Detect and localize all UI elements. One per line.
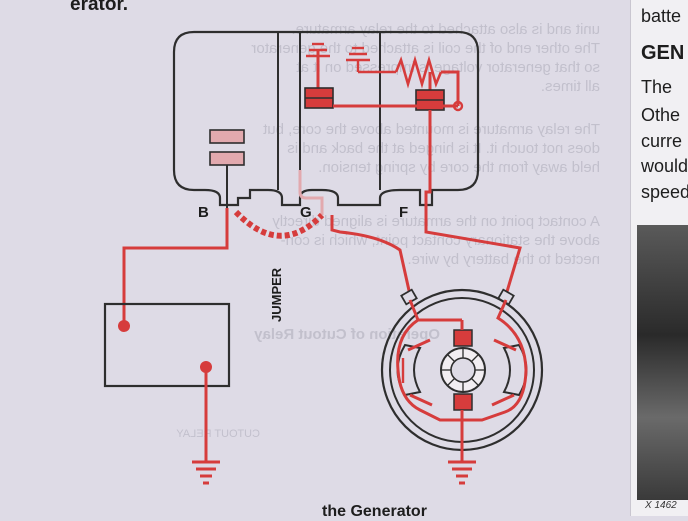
field-winding (396, 299, 462, 422)
right-column-line: batte (641, 6, 682, 26)
right-column-line: curre (641, 131, 683, 151)
right-column-line: The (641, 77, 673, 97)
generator-relay-wiring-diagram: B G F JUMPER (103, 30, 544, 485)
terminal-b-label: B (198, 204, 209, 221)
caption-fragment-bottom: the Generator (322, 503, 427, 520)
terminal-f-label: F (399, 204, 408, 221)
jumper-label: JUMPER (269, 267, 284, 322)
right-column-line: Othe (641, 105, 681, 125)
battery-box (103, 302, 231, 388)
brush-top (453, 329, 473, 347)
terminal-g-label: G (300, 204, 312, 221)
right-column-line: speed (641, 182, 688, 202)
field-winding (407, 338, 517, 407)
internal-wire-g (298, 170, 324, 215)
relay-housing (172, 30, 480, 207)
ground-symbol-icon (306, 42, 330, 58)
caption-fragment-top: erator. (70, 0, 129, 15)
figure-code: X 1462 (645, 500, 677, 511)
wire-g-to-generator (330, 215, 412, 296)
wire-f-to-generator (424, 205, 522, 296)
wire-b-to-battery (122, 208, 229, 326)
generator-terminal-a (400, 288, 418, 306)
ground-symbol-icon (192, 460, 220, 485)
cutout-contact-upper (209, 129, 245, 144)
wire (441, 70, 460, 106)
right-column-line: would (641, 156, 688, 176)
right-column: batte GEN The Othe curre would speed X 1… (630, 0, 688, 516)
generator-terminal-f (497, 288, 515, 306)
battery-terminal-positive (118, 320, 130, 332)
brush-bottom (453, 393, 473, 411)
cutout-contact-lower (209, 151, 245, 166)
field-winding (462, 299, 528, 422)
resistor-icon (394, 55, 443, 89)
photo-fragment (637, 225, 688, 500)
right-column-heading: GEN (641, 42, 685, 64)
internal-wire-f (424, 110, 432, 205)
jumper-wire (233, 209, 325, 239)
junction-dot (452, 100, 464, 112)
armature-segments (441, 348, 485, 392)
ground-symbol-icon (448, 460, 476, 485)
ground-symbol-icon (346, 46, 396, 74)
